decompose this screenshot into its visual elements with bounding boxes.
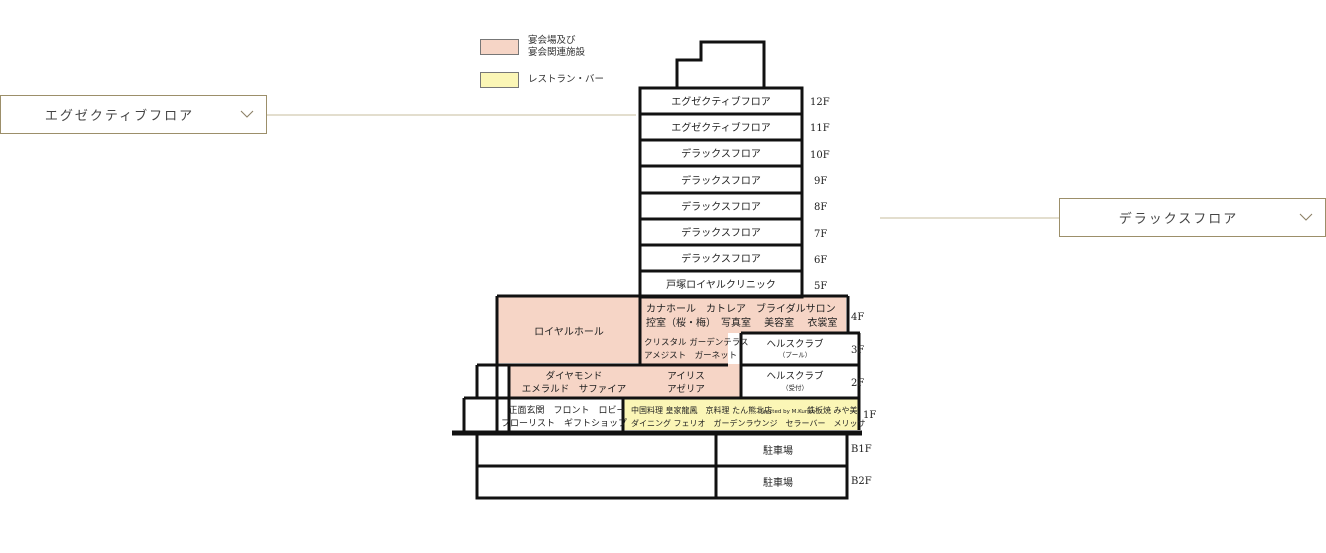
f3-health-line2: （プール） xyxy=(779,351,812,359)
executive-floor-dropdown[interactable]: エグゼクティブフロア xyxy=(0,95,267,134)
floor-label-10f: 10F xyxy=(810,150,830,161)
floor-label-12f: 12F xyxy=(810,97,830,108)
legend-restaurant-swatch xyxy=(480,72,519,88)
room-label-12f: エグゼクティブフロア xyxy=(671,95,770,108)
tower-room-labels: エグゼクティブフロア エグゼクティブフロア デラックスフロア デラックスフロア … xyxy=(666,95,776,291)
royal-hall-label: ロイヤルホール xyxy=(534,326,604,338)
deluxe-floor-dropdown[interactable]: デラックスフロア xyxy=(1059,198,1326,237)
floor-label-5f: 5F xyxy=(814,281,827,292)
legend-banquet-line1: 宴会場及び xyxy=(528,35,576,46)
executive-floor-dropdown-label: エグゼクティブフロア xyxy=(44,109,195,124)
floor-label-1f: 1F xyxy=(863,410,876,421)
b1-parking-label: 駐車場 xyxy=(763,444,793,457)
f1-restaurant-fill xyxy=(623,398,859,430)
f3-health-line1: ヘルスクラブ xyxy=(766,338,824,350)
f1-restaurant-line1a: 中国料理 皇家龍鳳 京料理 たん熊北店 xyxy=(631,405,772,415)
room-label-10f: デラックスフロア xyxy=(681,147,761,160)
f2-mid-line1: アイリス xyxy=(667,371,705,382)
room-label-5f: 戸塚ロイヤルクリニック xyxy=(666,279,776,291)
f1-restaurant-line1b: Directed by M.Kurisu xyxy=(758,409,815,415)
legend-banquet: 宴会場及び 宴会関連施設 xyxy=(480,35,585,59)
podium-area-labels: ロイヤルホール カナホール カトレア ブライダルサロン 控室（桜・梅） 写真室 … xyxy=(501,302,865,489)
floor-label-6f: 6F xyxy=(814,255,827,266)
banquet-areas xyxy=(498,297,846,397)
f2-banquet-fill xyxy=(509,364,740,397)
f2-health-line2: （受付） xyxy=(782,383,808,392)
floor-label-2f: 2F xyxy=(851,378,864,389)
chevron-down-icon xyxy=(1299,213,1313,221)
f2-left-line2: エメラルド サファイア xyxy=(522,384,627,395)
room-label-9f: デラックスフロア xyxy=(681,174,761,187)
floor-label-7f: 7F xyxy=(814,229,827,240)
royal-hall-fill xyxy=(498,297,640,363)
floor-label-b1f: B1F xyxy=(851,444,872,455)
f1-lobby-line1: 正面玄関 フロント ロビー xyxy=(508,404,625,416)
f3-banquet-fill xyxy=(640,333,728,364)
b2-parking-label: 駐車場 xyxy=(763,476,793,489)
floor-label-4f: 4F xyxy=(851,312,864,323)
legend-restaurant: レストラン・バー xyxy=(480,72,604,88)
f4-banquet-fill xyxy=(640,297,846,333)
legend-banquet-swatch xyxy=(480,39,519,55)
f1-lobby-line2: フローリスト ギフトショップ xyxy=(501,418,627,429)
floor-label-9f: 9F xyxy=(814,176,827,187)
floor-label-3f: 3F xyxy=(851,345,864,356)
f4-area-line2: 控室（桜・梅） 写真室 美容室 衣裳室 xyxy=(646,316,837,329)
floor-label-11f: 11F xyxy=(810,123,830,134)
legend-restaurant-label: レストラン・バー xyxy=(528,74,605,85)
floor-label-8f: 8F xyxy=(814,202,827,213)
chevron-down-icon xyxy=(240,110,254,118)
building-outline xyxy=(462,40,861,500)
deluxe-floor-dropdown-label: デラックスフロア xyxy=(1118,212,1239,227)
floor-label-b2f: B2F xyxy=(851,476,872,487)
f2-health-line1: ヘルスクラブ xyxy=(766,370,824,382)
f1-restaurant-line2: ダイニング フェリオ ガーデンラウンジ セラーバー メリッサ xyxy=(631,418,865,428)
f3-crystal-line1: クリスタル ガーデンテラス xyxy=(644,337,749,348)
f2-left-line1: ダイヤモンド xyxy=(546,370,603,382)
room-label-8f: デラックスフロア xyxy=(681,200,761,213)
floor-number-labels: 12F 11F 10F 9F 8F 7F 6F 5F 4F 3F 2F 1F B… xyxy=(810,97,876,487)
f3-crystal-line2: アメジスト ガーネット xyxy=(644,350,737,361)
legend-banquet-line2: 宴会関連施設 xyxy=(528,47,586,58)
room-label-11f: エグゼクティブフロア xyxy=(671,121,770,134)
f4-area-line1: カナホール カトレア ブライダルサロン xyxy=(646,302,836,315)
f1-restaurant-line1c: 鉄板焼 みや美 xyxy=(807,405,858,415)
room-label-7f: デラックスフロア xyxy=(681,226,761,239)
f2-mid-line2: アゼリア xyxy=(667,383,705,395)
room-label-6f: デラックスフロア xyxy=(681,252,761,265)
legend-banquet-text: 宴会場及び 宴会関連施設 xyxy=(528,35,585,59)
